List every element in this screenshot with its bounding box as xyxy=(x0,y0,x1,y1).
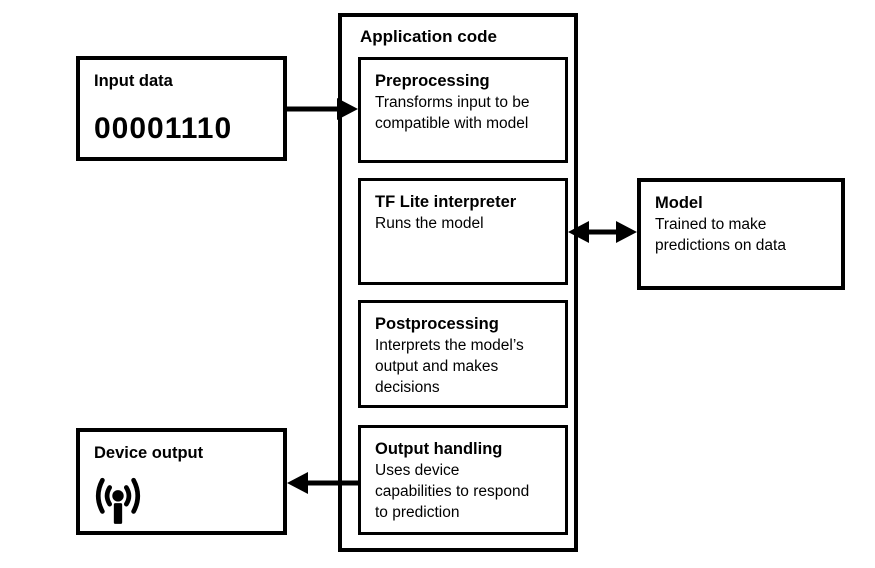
output-handling-box: Output handling Uses device capabilities… xyxy=(358,425,568,535)
tflite-interpreter-title: TF Lite interpreter xyxy=(375,193,517,211)
postprocessing-box: Postprocessing Interprets the model’s ou… xyxy=(358,300,568,408)
interpreter-model-bidirectional-arrow xyxy=(568,221,637,243)
tflite-interpreter-description: Runs the model xyxy=(375,215,484,232)
preprocessing-title: Preprocessing xyxy=(375,72,490,90)
device-output-box: Device output xyxy=(76,428,287,535)
output-handling-title: Output handling xyxy=(375,440,503,458)
output-handling-to-device-arrow xyxy=(287,472,358,494)
tflite-interpreter-box: TF Lite interpreter Runs the model xyxy=(358,178,568,285)
output-handling-description: Uses device capabilities to respond to p… xyxy=(375,462,530,521)
preprocessing-description: Transforms input to be compatible with m… xyxy=(375,94,530,132)
postprocessing-description: Interprets the model’s output and makes … xyxy=(375,337,524,396)
input-data-title: Input data xyxy=(94,72,173,90)
model-box: Model Trained to make predictions on dat… xyxy=(637,178,845,290)
broadcast-icon xyxy=(95,477,141,524)
input-data-value: 00001110 xyxy=(94,112,233,145)
postprocessing-title: Postprocessing xyxy=(375,315,499,333)
model-title: Model xyxy=(655,194,703,212)
preprocessing-box: Preprocessing Transforms input to be com… xyxy=(358,57,568,163)
model-description: Trained to make predictions on data xyxy=(655,216,786,254)
input-to-preprocessing-arrow xyxy=(287,98,358,120)
input-data-box: Input data 00001110 xyxy=(76,56,287,161)
application-code-title: Application code xyxy=(360,27,497,46)
device-output-title: Device output xyxy=(94,444,204,462)
